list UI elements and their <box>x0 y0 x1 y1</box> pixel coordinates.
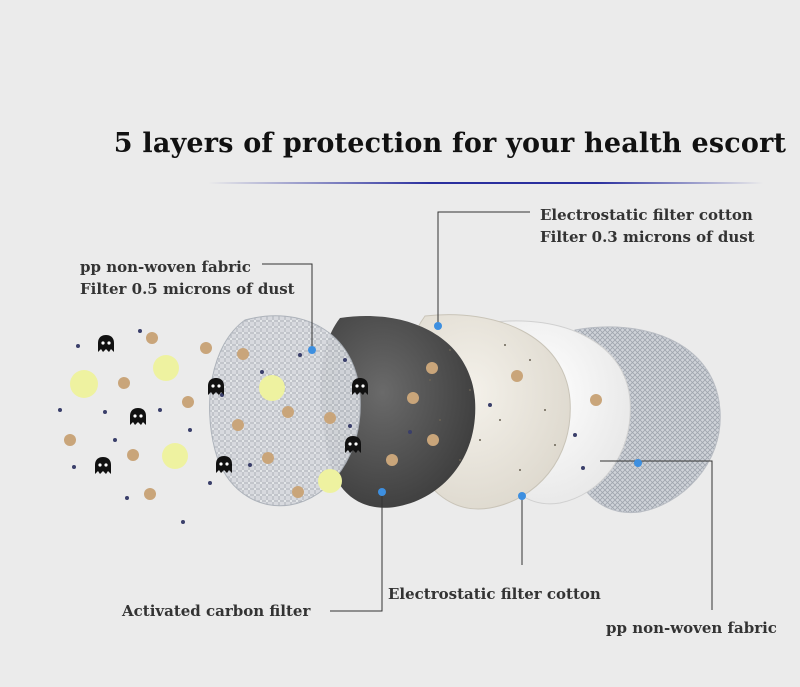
layer-activated-carbon <box>320 315 476 508</box>
label-electrostatic-top: Electrostatic filter cotton Filter 0.3 m… <box>540 204 755 248</box>
label-pp-nonwoven-top: pp non-woven fabric Filter 0.5 microns o… <box>80 256 295 300</box>
marker-outer <box>634 459 642 467</box>
leader-top-left <box>262 263 313 350</box>
particles-medium <box>64 332 602 500</box>
marker-carbon <box>378 488 386 496</box>
particles-large <box>70 355 342 493</box>
label-line: Filter 0.5 microns of dust <box>80 280 295 298</box>
speck-pattern <box>429 344 556 471</box>
title-underline <box>208 182 763 184</box>
label-line: Electrostatic filter cotton <box>540 206 753 224</box>
marker-dots <box>308 322 642 500</box>
label-electrostatic-bottom: Electrostatic filter cotton <box>388 585 601 603</box>
label-line: pp non-woven fabric <box>80 258 251 276</box>
label-line: Filter 0.3 microns of dust <box>540 228 755 246</box>
marker-top-right <box>434 322 442 330</box>
particles-small <box>58 329 585 524</box>
leader-bottom-left <box>330 492 383 612</box>
label-pp-nonwoven-bottom: pp non-woven fabric <box>606 619 777 637</box>
marker-top-left <box>308 346 316 354</box>
label-activated-carbon: Activated carbon filter <box>122 602 311 620</box>
germ-icon <box>95 335 368 474</box>
leader-top-right <box>437 211 530 326</box>
marker-white <box>518 492 526 500</box>
page-title: 5 layers of protection for your health e… <box>113 128 787 159</box>
